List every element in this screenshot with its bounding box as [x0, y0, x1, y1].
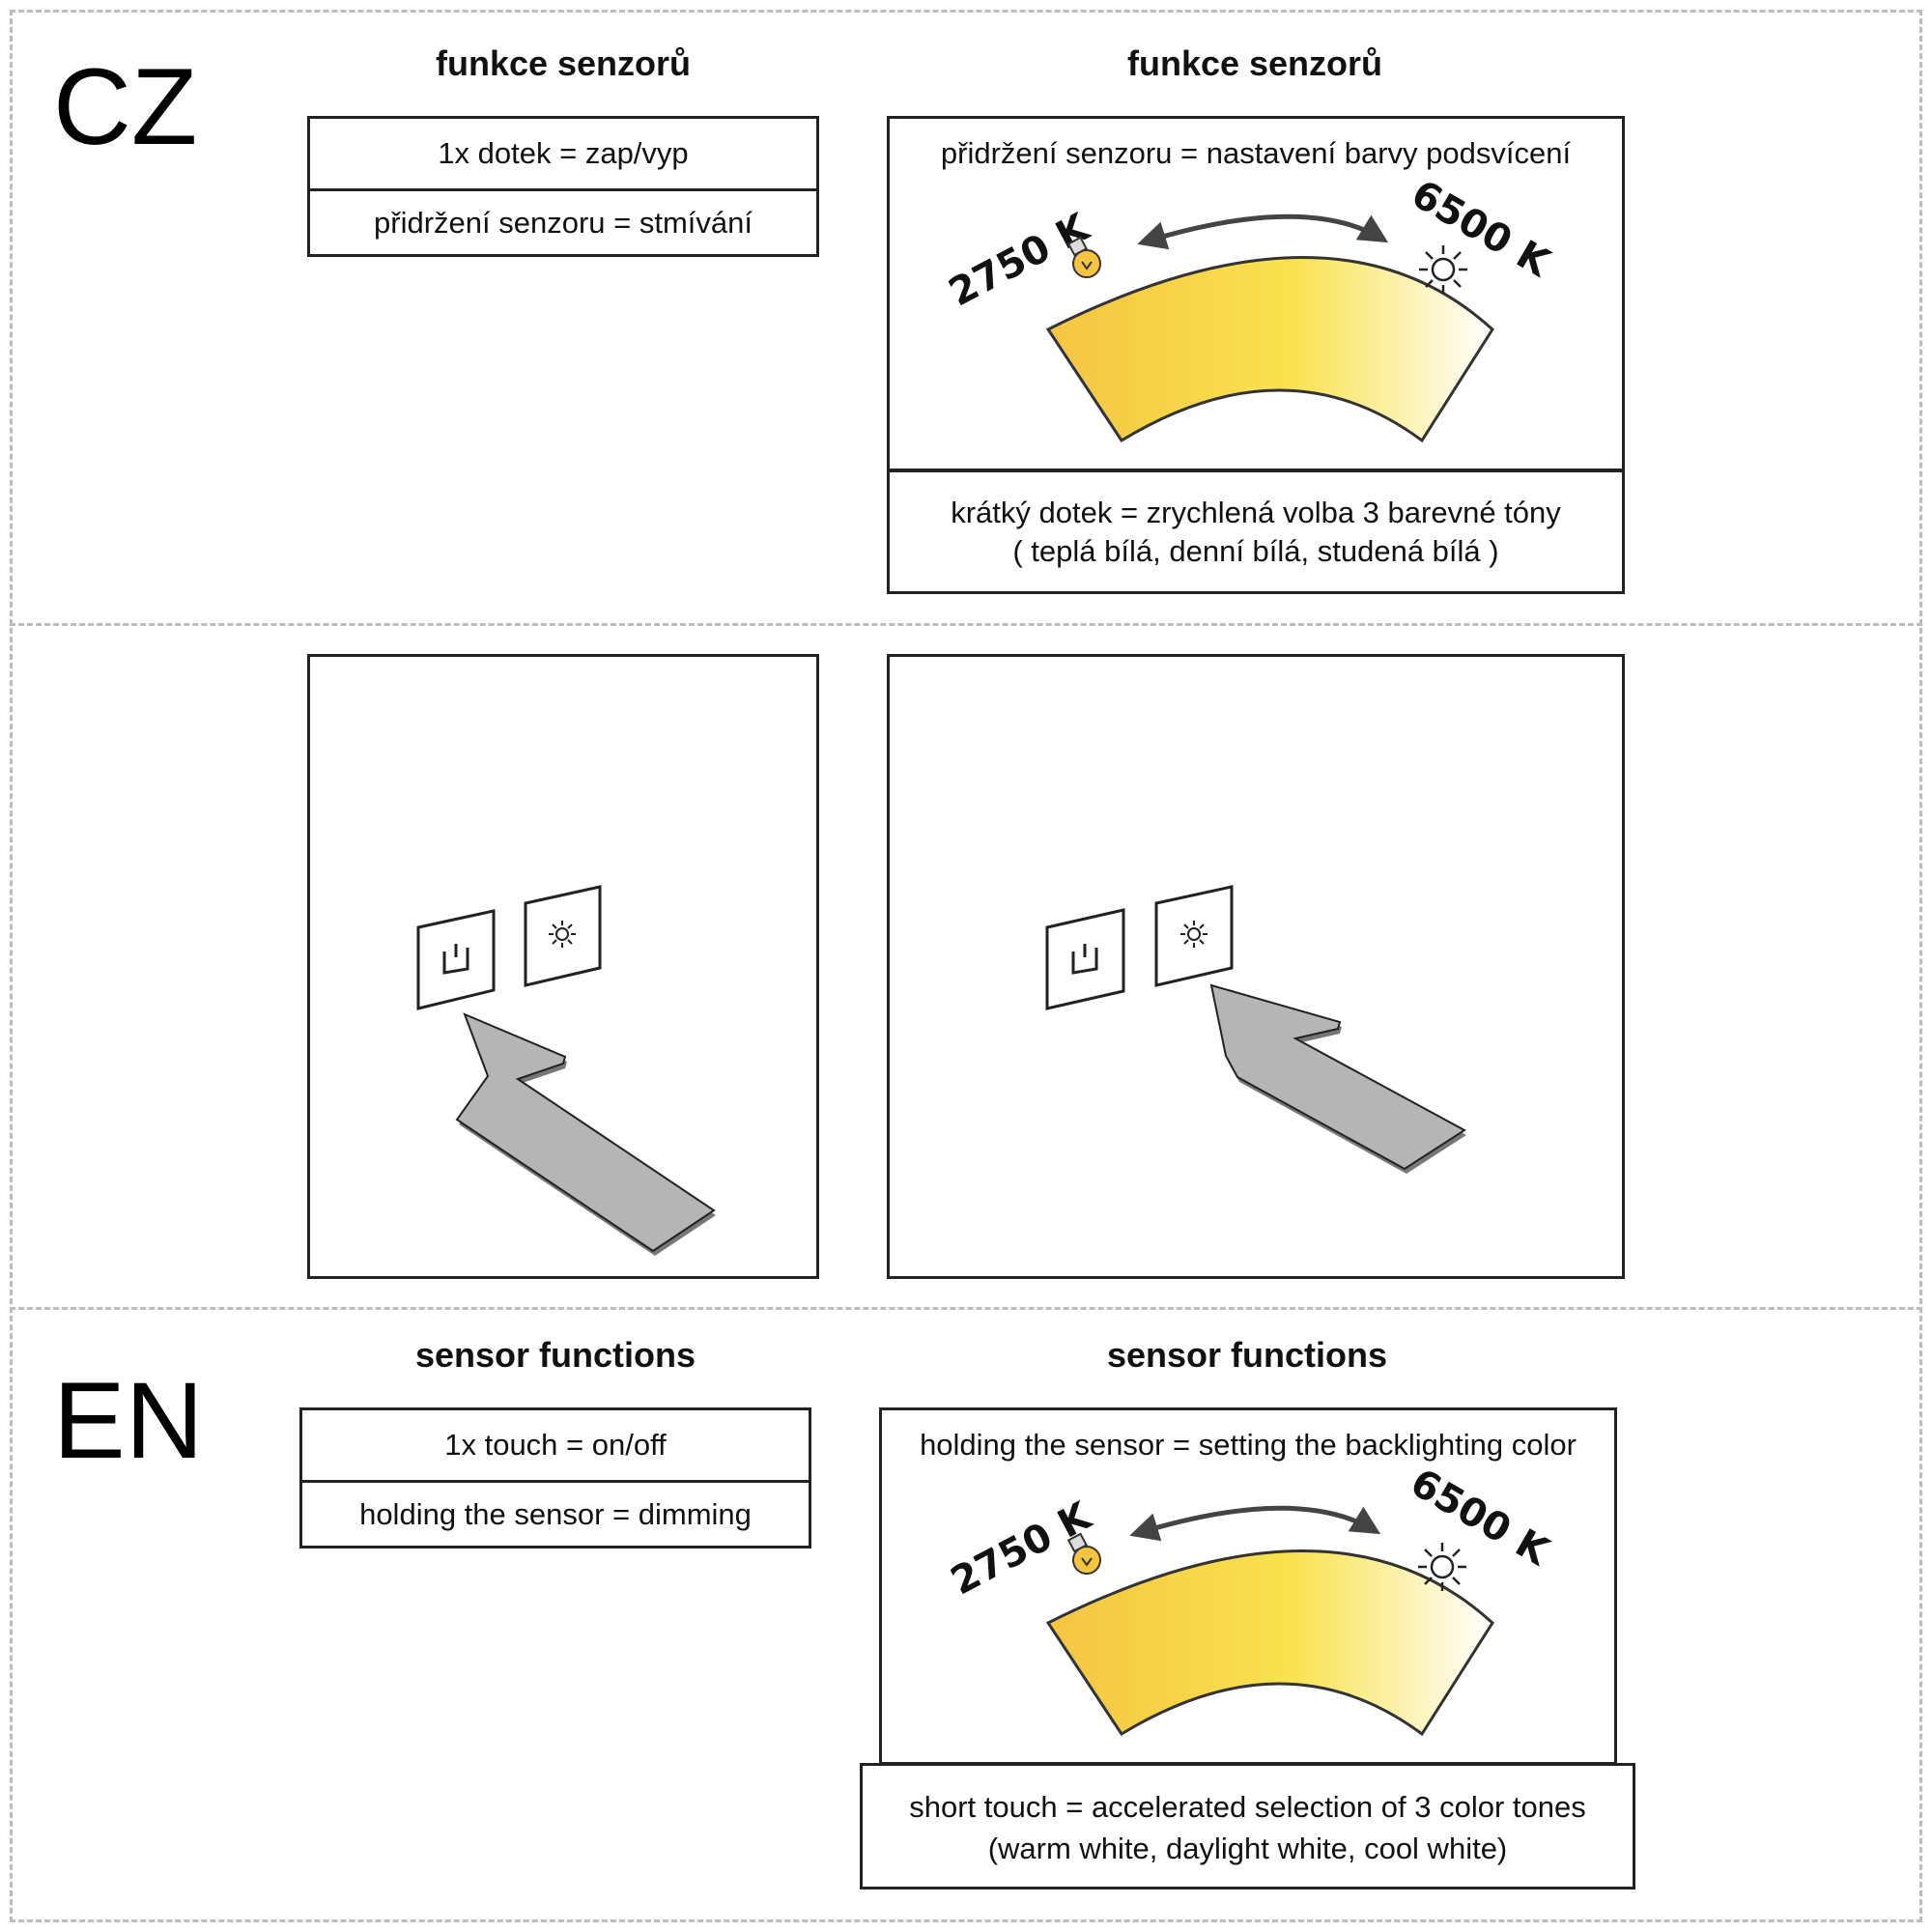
power-icon: [442, 944, 469, 975]
cz-color-scale: 2750 K 6500 K: [942, 172, 1558, 443]
cz-right-heading: funkce senzorů: [1126, 43, 1383, 83]
sun-sensor-button: [1154, 885, 1234, 987]
power-touch-illustration: [416, 885, 716, 1256]
sun-icon: [1418, 1543, 1466, 1591]
cz-short-touch-line1: krátký dotek = zrychlená volba 3 barevné…: [951, 496, 1561, 529]
cz-row-hold: přidržení senzoru = stmívání: [374, 206, 753, 240]
en-color-panel: holding the sensor = setting the backlig…: [879, 1407, 1617, 1765]
outer-frame: [10, 10, 1922, 1922]
en-row-touch: 1x touch = on/off: [444, 1428, 667, 1462]
sun-icon: [549, 921, 576, 948]
color-temperature-arc: [1045, 256, 1494, 443]
cz-row-separator: [310, 188, 816, 191]
color-temperature-arc: [1045, 1549, 1494, 1737]
illustration-panel-color: [887, 654, 1625, 1279]
power-sensor-button: [416, 909, 496, 1010]
power-icon: [1071, 944, 1098, 975]
en-row-separator: [302, 1480, 809, 1483]
touch-arrow: [455, 1012, 716, 1256]
en-short-touch-box: short touch = accelerated selection of 3…: [860, 1763, 1635, 1889]
temperature-range-arrow: [1129, 1505, 1381, 1542]
language-label-en: EN: [53, 1360, 204, 1481]
sun-icon: [1180, 921, 1208, 948]
cz-color-panel: přidržení senzoru = nastavení barvy pods…: [887, 116, 1625, 471]
section-divider-bottom: [10, 1307, 1922, 1310]
light-bulb-icon: [1066, 1532, 1101, 1575]
en-short-touch-line1: short touch = accelerated selection of 3…: [909, 1790, 1586, 1824]
cz-row-touch: 1x dotek = zap/vyp: [438, 136, 689, 170]
en-color-scale: 2750 K 6500 K: [944, 1461, 1557, 1737]
en-right-heading: sensor functions: [1106, 1335, 1388, 1375]
temperature-range-arrow: [1137, 213, 1389, 250]
touch-arrow: [1209, 983, 1466, 1174]
en-color-hold-text: holding the sensor = setting the backlig…: [920, 1428, 1577, 1462]
cz-left-heading: funkce senzorů: [435, 43, 692, 83]
illustration-panel-power: [307, 654, 819, 1279]
section-divider-top: [10, 623, 1922, 626]
cool-temperature-label: 6500 K: [1403, 1461, 1557, 1576]
en-short-touch-line2: (warm white, daylight white, cool white): [987, 1832, 1508, 1865]
en-sensor-functions-table: 1x touch = on/off holding the sensor = d…: [299, 1407, 811, 1548]
sun-sensor-button: [524, 885, 602, 987]
cz-short-touch-line2: ( teplá bílá, denní bílá, studená bílá ): [1012, 534, 1499, 568]
sun-icon: [1419, 245, 1467, 294]
cz-short-touch-box: krátký dotek = zrychlená volba 3 barevné…: [887, 469, 1625, 594]
power-sensor-button: [1045, 908, 1125, 1010]
color-touch-illustration: [1045, 885, 1466, 1174]
cz-sensor-functions-table: 1x dotek = zap/vyp přidržení senzoru = s…: [307, 116, 819, 257]
language-label-cz: CZ: [53, 46, 198, 167]
cz-color-hold-text: přidržení senzoru = nastavení barvy pods…: [940, 136, 1572, 170]
en-left-heading: sensor functions: [414, 1335, 696, 1375]
light-bulb-icon: [1066, 236, 1101, 278]
en-row-hold: holding the sensor = dimming: [359, 1497, 752, 1531]
